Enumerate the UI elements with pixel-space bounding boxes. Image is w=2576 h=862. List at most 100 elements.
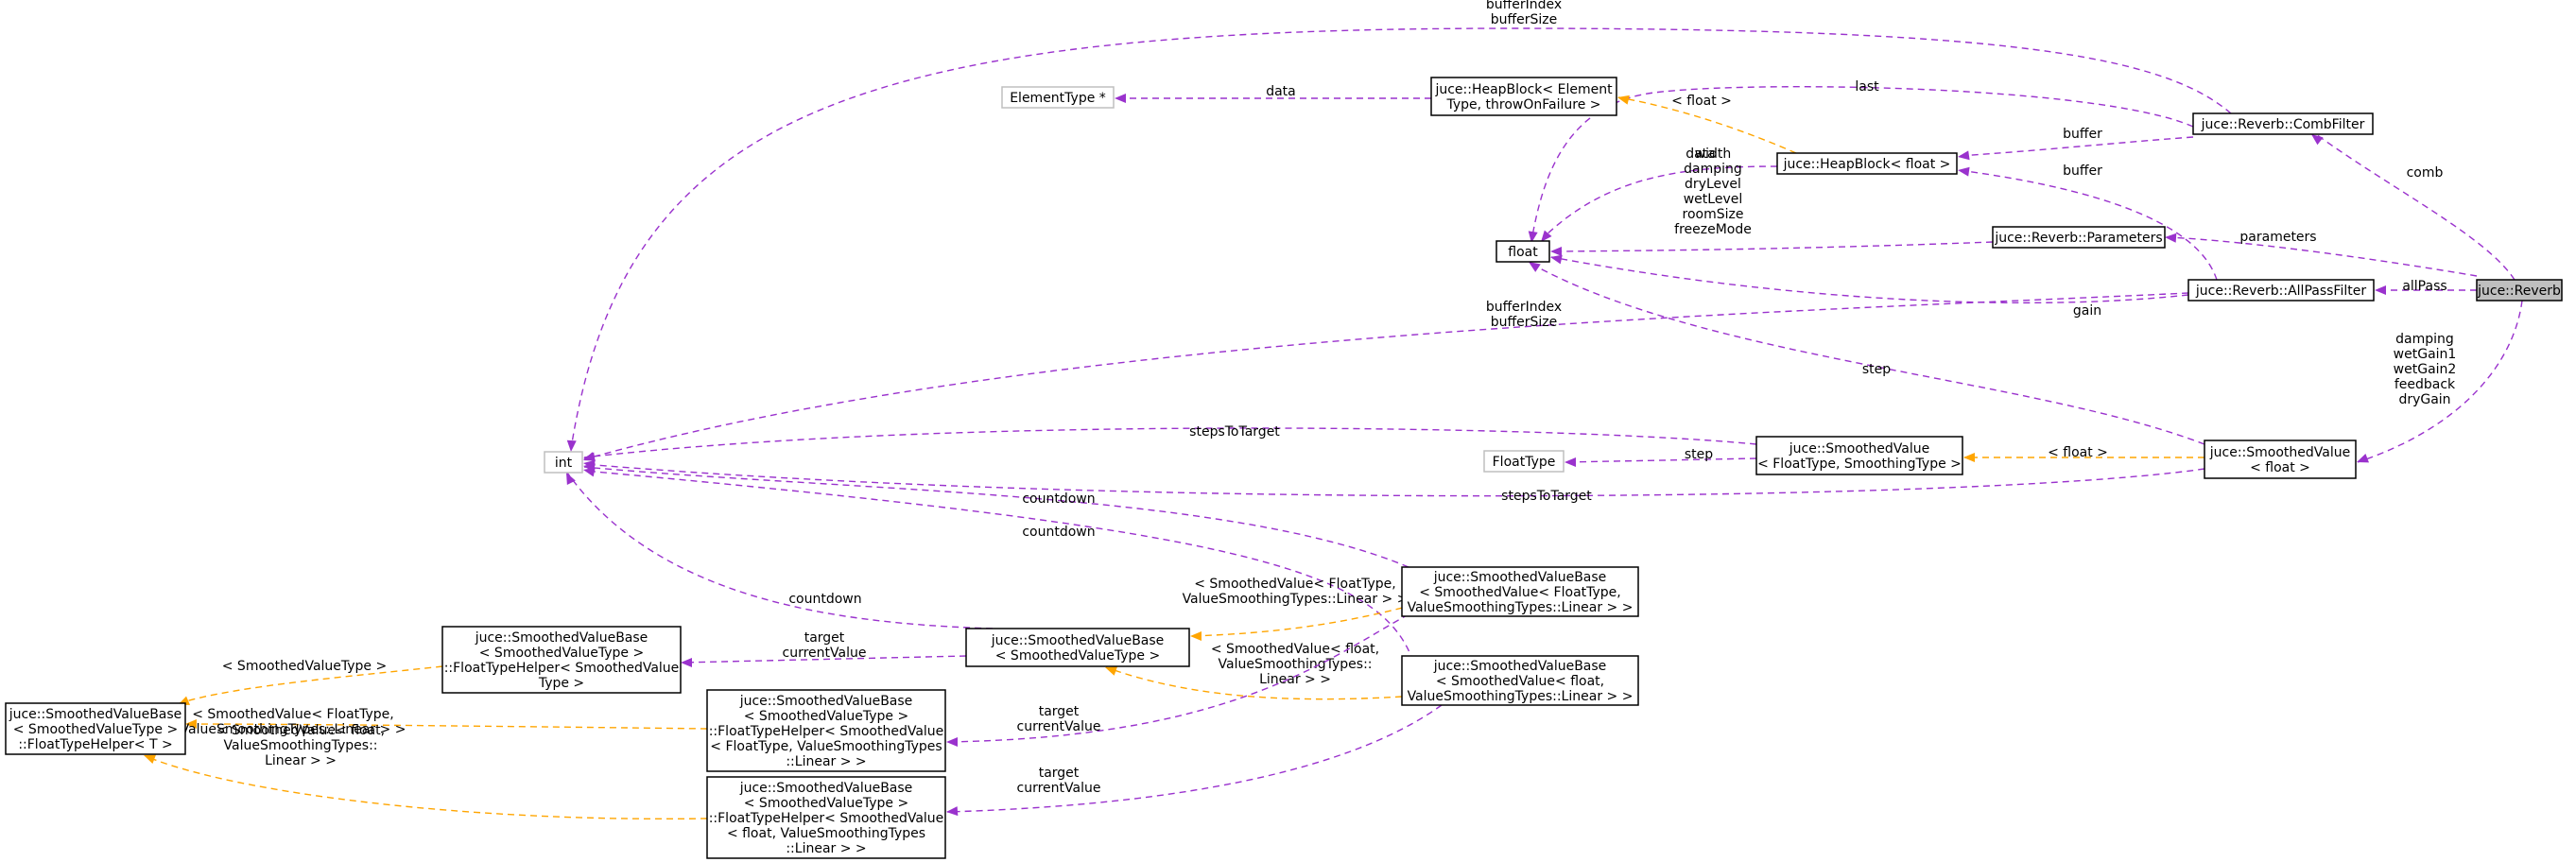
node-box — [2192, 112, 2374, 135]
edge-line — [1617, 96, 1797, 154]
node-label: < float > — [2250, 460, 2310, 475]
edge-line — [583, 292, 2189, 460]
edge-svbTmpl2: < SmoothedValue< float,ValueSmoothingTyp… — [1105, 642, 1403, 700]
node-label: juce::SmoothedValue — [1789, 441, 1929, 457]
edge-arrowhead — [185, 719, 197, 729]
node-floatType[interactable]: float — [1495, 240, 1550, 263]
node-heapBlockElement[interactable]: juce::HeapBlock< ElementType, throwOnFai… — [1430, 77, 1617, 116]
node-label: < SmoothedValue< float, — [1436, 674, 1604, 689]
edge-helperTmpl2: < SmoothedValue< FloatType,ValueSmoothin… — [181, 707, 708, 737]
edge-label: data — [1686, 147, 1716, 162]
node-allPassFilter[interactable]: juce::Reverb::AllPassFilter — [2187, 279, 2375, 302]
node-reverb[interactable]: juce::Reverb — [2476, 279, 2563, 302]
edge-helperTmpl1: < SmoothedValueType > — [178, 659, 443, 705]
node-helperFloatLinear[interactable]: juce::SmoothedValueBase< SmoothedValueTy… — [706, 776, 946, 859]
node-label: juce::SmoothedValueBase — [475, 630, 648, 646]
node-label: ::FloatTypeHelper< T > — [18, 737, 172, 752]
edge-line — [1530, 86, 2194, 242]
node-box — [5, 702, 186, 755]
node-parameters[interactable]: juce::Reverb::Parameters — [1992, 226, 2166, 249]
edge-line — [1550, 256, 2189, 304]
node-label: juce::SmoothedValueBase — [1433, 659, 1607, 674]
edge-label: parameters — [2239, 230, 2316, 245]
edge-line — [2357, 300, 2523, 463]
edge-arrowhead — [583, 467, 596, 477]
edge-arrowhead — [1565, 457, 1576, 467]
edge-combLast: last — [1528, 79, 2194, 243]
edge-label: comb — [2407, 165, 2444, 181]
edge-arrowhead — [2357, 454, 2369, 463]
edge-line — [1542, 165, 1778, 239]
edge-label: ValueSmoothingTypes::Linear > > — [181, 722, 406, 737]
node-label: < SmoothedValue< FloatType, — [1419, 585, 1621, 600]
edge-label: countdown — [788, 592, 861, 607]
edge-arrowhead — [1617, 95, 1630, 105]
edge-label: bufferIndex — [1486, 0, 1562, 12]
node-label: < SmoothedValueType > — [479, 646, 644, 661]
edge-smoothedTmpl: < float > — [1963, 445, 2204, 462]
node-svbTemplate[interactable]: juce::SmoothedValueBase< SmoothedValueTy… — [965, 628, 1190, 667]
node-label: ::FloatTypeHelper< SmoothedValue — [444, 661, 680, 676]
edge-arrowhead — [2165, 233, 2177, 243]
edge-label: Linear > > — [265, 753, 337, 768]
node-svbFloatLinear[interactable]: juce::SmoothedValueBase< SmoothedValue< … — [1401, 655, 1639, 706]
edge-label: wetGain2 — [2394, 362, 2457, 377]
node-label: juce::Reverb::Parameters — [1994, 231, 2162, 246]
node-box — [1401, 655, 1639, 706]
edge-label: bufferSize — [1491, 12, 1558, 27]
node-svbFloatTypeLinear[interactable]: juce::SmoothedValueBase< SmoothedValue< … — [1401, 566, 1639, 617]
node-label: FloatType — [1493, 455, 1556, 470]
node-label: < FloatType, ValueSmoothingTypes — [710, 739, 942, 754]
node-label: < SmoothedValueType > — [995, 648, 1160, 664]
edge-label: countdown — [1022, 525, 1095, 540]
node-label: juce::Reverb::AllPassFilter — [2195, 284, 2366, 299]
edge-label: target — [1039, 704, 1080, 719]
edge-arrowhead — [1541, 230, 1552, 242]
node-box — [706, 689, 946, 772]
edge-arrowhead — [1190, 631, 1202, 641]
edge-line — [2315, 133, 2515, 281]
edge-arrowhead — [144, 754, 156, 764]
edge-label: ValueSmoothingTypes:: — [224, 738, 378, 753]
node-label: juce::Reverb — [2477, 284, 2561, 299]
edge-countdown1: countdown — [583, 462, 1409, 568]
edge-line — [566, 472, 994, 629]
edge-line — [1190, 604, 1414, 637]
edge-line — [570, 27, 2232, 450]
edge-arrowhead — [1958, 166, 1970, 177]
edge-countdown3: countdown — [566, 472, 994, 629]
node-label: juce::SmoothedValueBase — [1433, 570, 1607, 585]
edge-comb: comb — [2311, 133, 2515, 281]
node-combFilter[interactable]: juce::Reverb::CombFilter — [2192, 112, 2374, 135]
node-helperSmoothedValueType[interactable]: juce::SmoothedValueBase< SmoothedValueTy… — [441, 626, 682, 694]
edge-svbTmpl1: < SmoothedValue< FloatType,ValueSmoothin… — [1183, 577, 1414, 641]
node-label: juce::SmoothedValueBase — [991, 633, 1165, 648]
node-helperFloatTypeLinear[interactable]: juce::SmoothedValueBase< SmoothedValueTy… — [706, 689, 946, 772]
node-label: ::FloatTypeHelper< SmoothedValue — [709, 811, 944, 826]
edge-label: stepsToTarget — [1501, 489, 1592, 504]
edge-label: dryGain — [2398, 392, 2450, 407]
edge-line — [1529, 262, 2205, 445]
edge-line — [946, 704, 1443, 813]
edge-label: ValueSmoothingTypes:: — [1219, 657, 1373, 672]
edge-allPassGain: gain — [1550, 254, 2189, 319]
edge-line — [682, 655, 967, 664]
node-label: juce::SmoothedValue — [2209, 445, 2350, 460]
node-label: ValueSmoothingTypes::Linear > > — [1408, 689, 1634, 704]
edge-label: stepsToTarget — [1189, 424, 1280, 440]
node-smoothedValueFloat[interactable]: juce::SmoothedValue< float > — [2204, 440, 2357, 479]
edge-label: bufferSize — [1491, 315, 1558, 330]
node-box — [2187, 279, 2375, 302]
node-smoothedValueTemplate[interactable]: juce::SmoothedValue< FloatType, Smoothin… — [1755, 436, 1963, 475]
edge-label: < SmoothedValue< float, — [1211, 642, 1379, 657]
node-heapBlockFloat[interactable]: juce::HeapBlock< float > — [1776, 152, 1958, 175]
edge-label: < float > — [2048, 445, 2108, 460]
node-floatTypeNode[interactable]: FloatType — [1483, 450, 1565, 473]
node-elementType[interactable]: ElementType * — [1001, 86, 1115, 109]
node-intType[interactable]: int — [544, 451, 583, 474]
node-helperT[interactable]: juce::SmoothedValueBase< SmoothedValueTy… — [5, 702, 186, 755]
edge-allPass: allPass — [2375, 279, 2477, 295]
